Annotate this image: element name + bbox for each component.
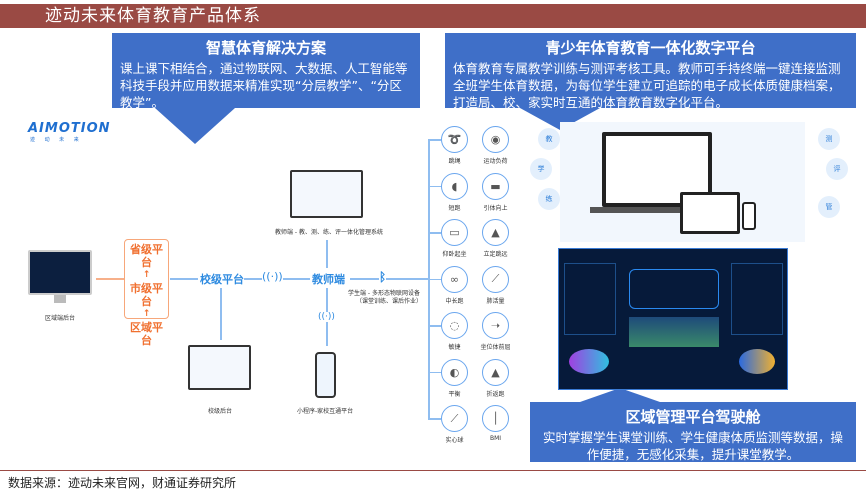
device-label: 实心球 — [445, 437, 464, 444]
school-backend-label: 校级后台 — [207, 408, 232, 415]
region-backend-label: 区域端后台 — [44, 315, 75, 322]
device-icon: ⟋ — [482, 265, 509, 293]
callout-body: 体育教育专属教学训练与测评考核工具。教师可手持终端一键连接监测全班学生体育数据，… — [453, 61, 841, 110]
feature-bubble: 评 — [826, 158, 848, 180]
device-icon: ▬ — [482, 172, 509, 200]
device-icon: │ — [482, 405, 509, 432]
callout-body: 课上课下相结合，通过物联网、大数据、人工智能等科技手段并应用数据来精准实现“分层… — [120, 61, 408, 110]
connector-line — [428, 371, 441, 373]
page-title: 迹动未来体育教育产品体系 — [0, 4, 866, 28]
device-label: 肺活量 — [486, 297, 505, 305]
device-icon: ▲ — [482, 219, 509, 246]
device-icon: ◖ — [441, 172, 468, 200]
connector-line — [350, 278, 428, 280]
teacher-system-screen — [290, 170, 363, 218]
device-label: 引体向上 — [483, 204, 508, 212]
device-icon: ➝ — [482, 312, 509, 339]
arrow-up-icon: ↑ — [142, 270, 151, 280]
device-label: 坐位体前屈 — [480, 344, 511, 351]
callout-body: 实时掌握学生课堂训练、学生健康体质监测等数据，操作便捷，无感化采集，提升课堂教学… — [542, 430, 843, 462]
callout-cockpit: 区域管理平台驾驶舱 实时掌握学生课堂训练、学生健康体质监测等数据，操作便捷，无感… — [530, 402, 856, 462]
logo: AIMOTION — [28, 121, 111, 136]
device-label: 平衡 — [448, 390, 461, 398]
teacher-label: 教师端 — [312, 273, 345, 286]
device-label: 立定跳远 — [483, 251, 508, 258]
school-platform-label: 校级平台 — [200, 273, 244, 286]
mini-program-phone — [315, 352, 336, 398]
feature-bubble: 教 — [538, 128, 560, 150]
laptop-base — [590, 207, 724, 213]
feature-bubble: 测 — [818, 128, 840, 150]
device-icon: ◌ — [441, 312, 468, 339]
callout-digital-platform: 青少年体育教育一体化数字平台 体育教育专属教学训练与测评考核工具。教师可手持终端… — [445, 33, 856, 110]
device-icon: ➰ — [441, 126, 468, 153]
dashboard-pie-chart — [569, 349, 609, 374]
device-label: 仰卧起坐 — [442, 251, 467, 258]
device-label: 运动负荷 — [483, 158, 508, 165]
callout-smart-sports: 智慧体育解决方案 课上课下相结合，通过物联网、大数据、人工智能等科技手段并应用数… — [112, 33, 420, 110]
device-label: 折返跑 — [486, 390, 505, 398]
cockpit-dashboard — [558, 248, 788, 390]
connector-line — [428, 325, 441, 327]
connector-line — [428, 232, 441, 234]
device-bracket — [428, 140, 430, 420]
level-platform-box: 省级平台 ↑ 市级平台 ↑ 区域平台 — [124, 239, 169, 347]
source-note: 数据来源：迹动未来官网，财通证券研究所 — [8, 476, 237, 490]
platform-phone — [742, 202, 756, 230]
student-label: 学生端 - 多形态物联网设备 — [348, 290, 420, 297]
school-backend-monitor — [188, 345, 251, 390]
device-label: 敏捷 — [448, 344, 461, 351]
device-label: BMI — [489, 435, 502, 442]
region-backend-monitor — [28, 250, 92, 295]
student-sublabel: （课堂训练、课后作业） — [356, 298, 423, 305]
device-label: 跳绳 — [448, 158, 461, 165]
dashboard-area-chart — [629, 317, 719, 347]
platform-screens-area — [560, 122, 805, 242]
connector-line — [170, 278, 198, 280]
level-city: 市级平台 — [130, 282, 163, 308]
dashboard-right-panel — [731, 263, 783, 335]
connector-line — [428, 418, 441, 420]
dashboard-kpis — [629, 269, 719, 309]
callout-title: 青少年体育教育一体化数字平台 — [545, 39, 756, 57]
dashboard-left-panel — [564, 263, 616, 335]
callout-pointer — [580, 388, 660, 402]
callout-title: 区域管理平台驾驶舱 — [625, 408, 761, 426]
monitor-stand — [54, 295, 66, 303]
feature-bubble: 练 — [538, 188, 560, 210]
device-label: 中长跑 — [445, 297, 464, 305]
wifi-icon: ((·)) — [262, 270, 283, 283]
level-region: 区域平台 — [130, 321, 163, 347]
arrow-up-icon: ↑ — [142, 309, 151, 319]
dashboard-pie-chart — [739, 349, 775, 374]
bluetooth-icon: ᛒ — [379, 270, 387, 284]
connector-line — [428, 139, 441, 141]
feature-bubble: 学 — [530, 158, 552, 180]
connector-line — [220, 288, 222, 340]
logo-subtitle: 迹 动 未 来 — [30, 137, 83, 143]
connector-line — [428, 185, 441, 187]
device-icon: ∞ — [441, 265, 468, 293]
footer-divider — [0, 470, 866, 471]
wifi-icon: ((·)) — [318, 312, 335, 322]
platform-tablet — [680, 192, 740, 234]
connector-line — [326, 240, 328, 268]
device-icon: ◉ — [482, 126, 509, 153]
feature-bubble: 管 — [818, 196, 840, 218]
teacher-system-label: 教师端 - 教、测、练、评一体化管理系统 — [275, 229, 383, 236]
device-icon: ⟋ — [441, 405, 468, 432]
mini-program-label: 小程序-家校互通平台 — [297, 408, 354, 415]
device-icon: ◐ — [441, 358, 468, 386]
level-province: 省级平台 — [130, 243, 163, 269]
callout-title: 智慧体育解决方案 — [205, 39, 326, 57]
device-icon: ▭ — [441, 219, 468, 246]
callout-pointer — [155, 108, 235, 144]
connector-line — [428, 278, 441, 280]
device-icon: ▲ — [482, 358, 509, 386]
device-label: 短跑 — [448, 204, 461, 212]
arrow-to-region-backend — [96, 278, 124, 280]
